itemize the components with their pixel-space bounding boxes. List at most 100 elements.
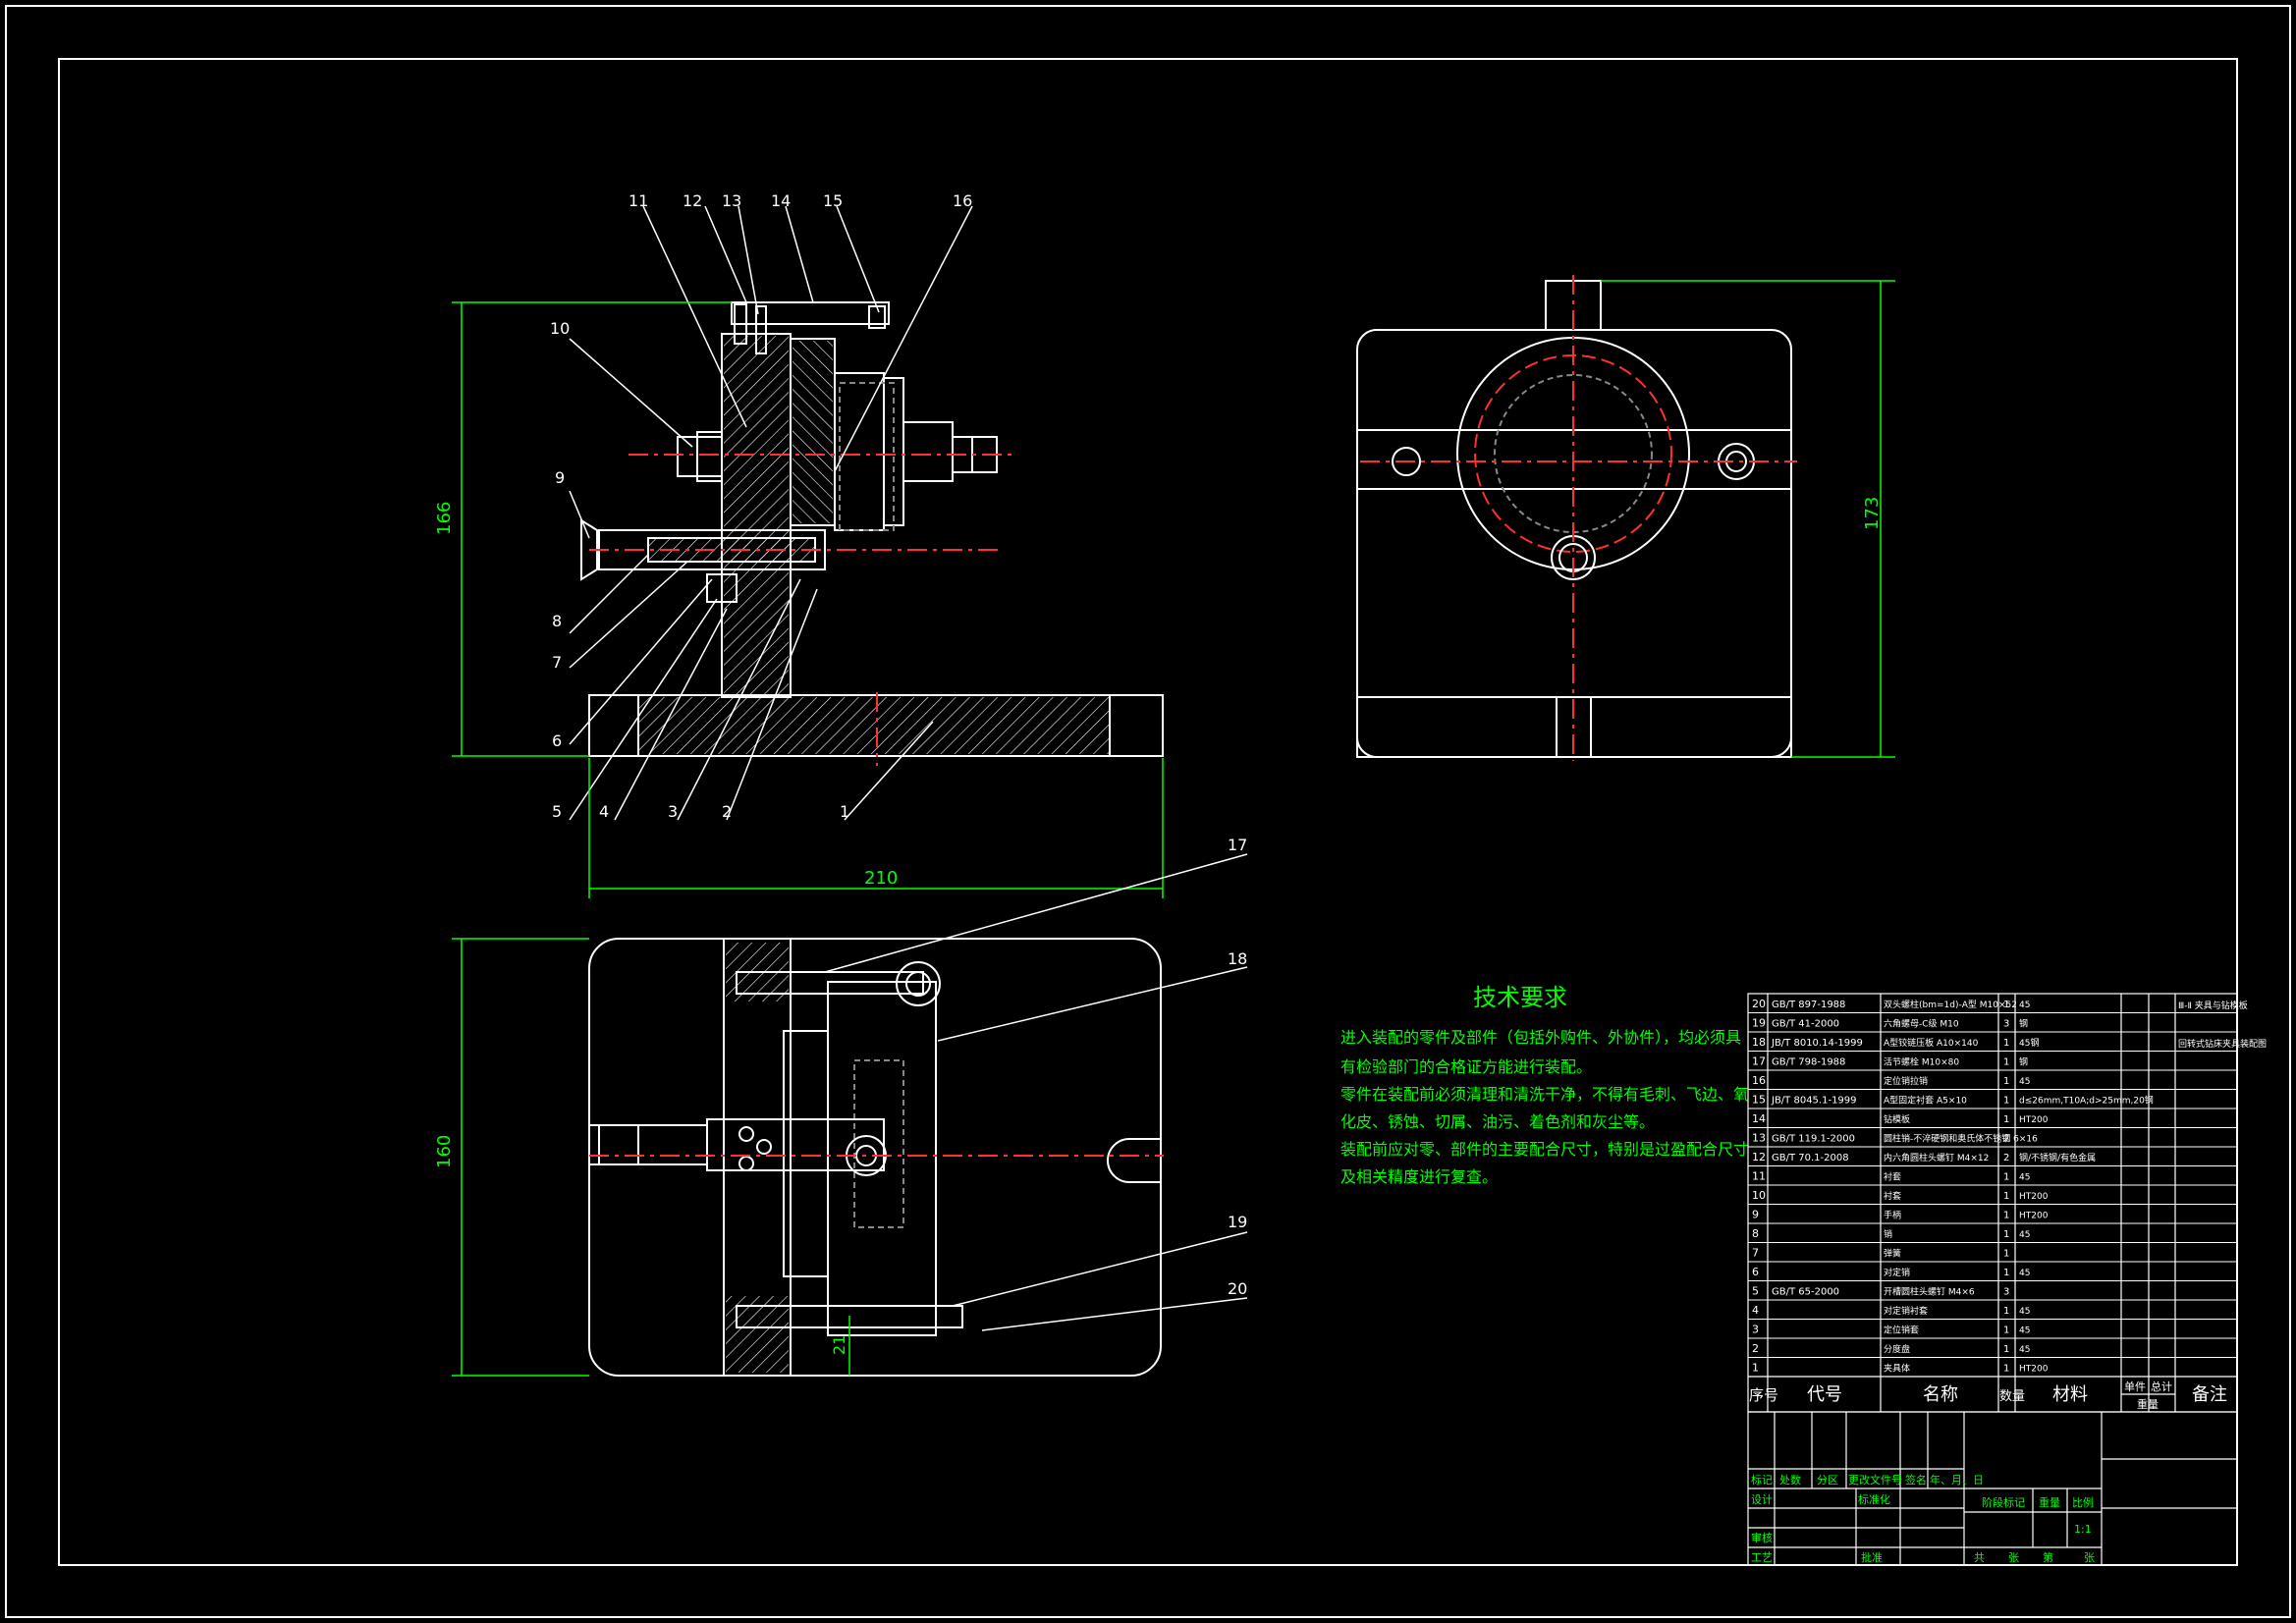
bom-cell-name: 销 <box>1884 1228 1892 1240</box>
bom-cell-no: 2 <box>1752 1342 1759 1355</box>
tech-line-3: 零件在装配前必须清理和清洗干净，不得有毛刺、飞边、氧 <box>1340 1085 1749 1104</box>
top-view <box>588 938 1164 1377</box>
bom-cell-no: 4 <box>1752 1304 1759 1317</box>
bom-cell-no: 8 <box>1752 1227 1759 1240</box>
dim-top-height: 160 <box>434 1135 455 1168</box>
tb-review: 审核 <box>1751 1531 1773 1544</box>
bom-cell-mat: HT200 <box>2019 1115 2049 1125</box>
bom-header-code: 代号 <box>1807 1384 1842 1405</box>
tech-line-2: 有检验部门的合格证方能进行装配。 <box>1340 1057 1592 1076</box>
bom-cell-name: 圆柱销-不淬硬钢和奥氏体不锈钢 6×16 <box>1884 1133 2038 1145</box>
balloon-4: 4 <box>599 802 609 821</box>
side-dimensions <box>1601 280 1895 758</box>
bom-header: 序号 代号 名称 数量 材料 单件 总计 重量 备注 <box>1749 1380 2227 1411</box>
title-block <box>1747 1411 2238 1566</box>
bom-cell-qty: 1 <box>2003 1344 2009 1355</box>
bom-header-name: 名称 <box>1923 1384 1958 1405</box>
inner-frame <box>58 58 2238 1566</box>
bom-cell-qty: 3 <box>2003 1287 2009 1298</box>
bom-cell-qty: 2 <box>2003 1153 2009 1163</box>
dim-front-height: 166 <box>434 502 455 535</box>
bom-cell-qty: 3 <box>2003 1019 2009 1030</box>
balloon-8: 8 <box>552 612 562 630</box>
bom-cell-name: 活节螺栓 M10×80 <box>1884 1056 1959 1068</box>
bom-cell-no: 15 <box>1752 1094 1766 1107</box>
bom-cell-no: 13 <box>1752 1132 1766 1145</box>
bom-cell-no: 19 <box>1752 1017 1766 1030</box>
dim-side-height: 173 <box>1862 497 1883 530</box>
tb-process: 工艺 <box>1751 1551 1773 1564</box>
tb-sheet-unit1: 张 <box>2008 1551 2019 1564</box>
bom-cell-name: 钻模板 <box>1884 1113 1910 1125</box>
front-section-view <box>580 301 1164 766</box>
tb-zone: 分区 <box>1817 1474 1838 1487</box>
bom-cell-name: A型固定衬套 A5×10 <box>1884 1095 1967 1107</box>
bom-cell-name: 对定销衬套 <box>1884 1305 1928 1317</box>
bom-cell-mat: HT200 <box>2019 1365 2049 1375</box>
bom-cell-qty: 1 <box>2003 1096 2009 1107</box>
tb-scale-label: 比例 <box>2072 1495 2094 1509</box>
dim-front-width: 210 <box>864 868 898 889</box>
bom-cell-no: 3 <box>1752 1324 1759 1336</box>
balloon-18: 18 <box>1228 949 1247 968</box>
tb-design: 设计 <box>1751 1493 1773 1506</box>
outer-border <box>5 5 2291 1618</box>
bom-header-single: 单件 <box>2124 1380 2146 1393</box>
tech-line-6: 及相关精度进行复查。 <box>1340 1167 1498 1186</box>
bom-cell-mat: 45 <box>2019 1173 2030 1183</box>
tech-requirements: 技术要求 进入装配的零件及部件（包括外购件、外协件），均必须具 有检验部门的合格… <box>1340 984 1749 1186</box>
bom-cell-code: JB/T 8045.1-1999 <box>1771 1096 1857 1107</box>
tb-change: 更改文件号 <box>1848 1473 1902 1487</box>
bom-cell-qty: 1 <box>2003 1306 2009 1317</box>
tb-count: 处数 <box>1779 1474 1801 1487</box>
bom-cell-mat: 45 <box>2019 1077 2030 1087</box>
bom-cell-name: 双头螺柱(bm=1d)-A型 M10×52 <box>1884 999 2017 1010</box>
bom-cell-no: 5 <box>1752 1285 1759 1298</box>
bom-cell-mat: HT200 <box>2019 1212 2049 1221</box>
bom-cell-qty: 1 <box>2003 1057 2009 1068</box>
balloon-3: 3 <box>668 802 678 821</box>
bom-cell-name: 对定销 <box>1884 1267 1910 1278</box>
bom-cell-name: 手柄 <box>1884 1210 1901 1221</box>
bom-cell-name: 定位销套 <box>1884 1325 1919 1336</box>
balloon-20: 20 <box>1228 1279 1247 1298</box>
balloon-12: 12 <box>683 191 702 210</box>
balloon-16: 16 <box>953 191 972 210</box>
tb-stage: 阶段标记 <box>1982 1495 2025 1509</box>
balloon-5: 5 <box>552 802 562 821</box>
balloon-1: 1 <box>840 802 849 821</box>
bom-cell-mat: 45 <box>2019 1345 2030 1355</box>
bom-header-remark: 备注 <box>2192 1384 2227 1405</box>
bom-header-total: 总计 <box>2151 1380 2172 1393</box>
bom-cell-name: 弹簧 <box>1884 1248 1901 1260</box>
bom-cell-mat: 钢 <box>2019 1018 2028 1030</box>
bom-cell-mat: 45钢 <box>2019 1037 2039 1049</box>
top-leaders <box>824 853 1248 1331</box>
bom-cell-mat: 钢/不锈钢/有色金属 <box>2019 1152 2096 1163</box>
bom-cell-no: 1 <box>1752 1362 1759 1375</box>
bom-cell-no: 9 <box>1752 1209 1759 1221</box>
tb-sheet-total: 共 <box>1974 1551 1985 1564</box>
bom-cell-qty: 1 <box>2003 1172 2009 1183</box>
bom-cell-qty: 1 <box>2003 1191 2009 1202</box>
bom-header-mat: 材料 <box>2052 1384 2088 1405</box>
front-leaders <box>569 205 973 821</box>
bom-header-no: 序号 <box>1749 1386 1778 1404</box>
bom-cell-mat: 45 <box>2019 1269 2030 1278</box>
tb-weight: 重量 <box>2039 1495 2060 1509</box>
tb-sign: 签名 <box>1905 1473 1927 1487</box>
bom-cell-name: A型铰链压板 A10×140 <box>1884 1037 1979 1049</box>
bom-cell-qty: 1 <box>2003 1114 2009 1125</box>
tb-date: 年、月、日 <box>1930 1473 1984 1487</box>
bom-cell-mat: 45 <box>2019 1307 2030 1317</box>
bom-header-weight: 重量 <box>2137 1397 2159 1411</box>
bom-cell-no: 18 <box>1752 1036 1766 1049</box>
bom-cell-qty: 1 <box>2003 1268 2009 1278</box>
bom-cell-mat: 45 <box>2019 1230 2030 1240</box>
balloon-17: 17 <box>1228 836 1247 854</box>
bom-cell-qty: 1 <box>2003 1364 2009 1375</box>
balloon-15: 15 <box>823 191 843 210</box>
bom-cell-qty: 2 <box>2003 1134 2009 1145</box>
bom-cell-no: 10 <box>1752 1189 1766 1202</box>
